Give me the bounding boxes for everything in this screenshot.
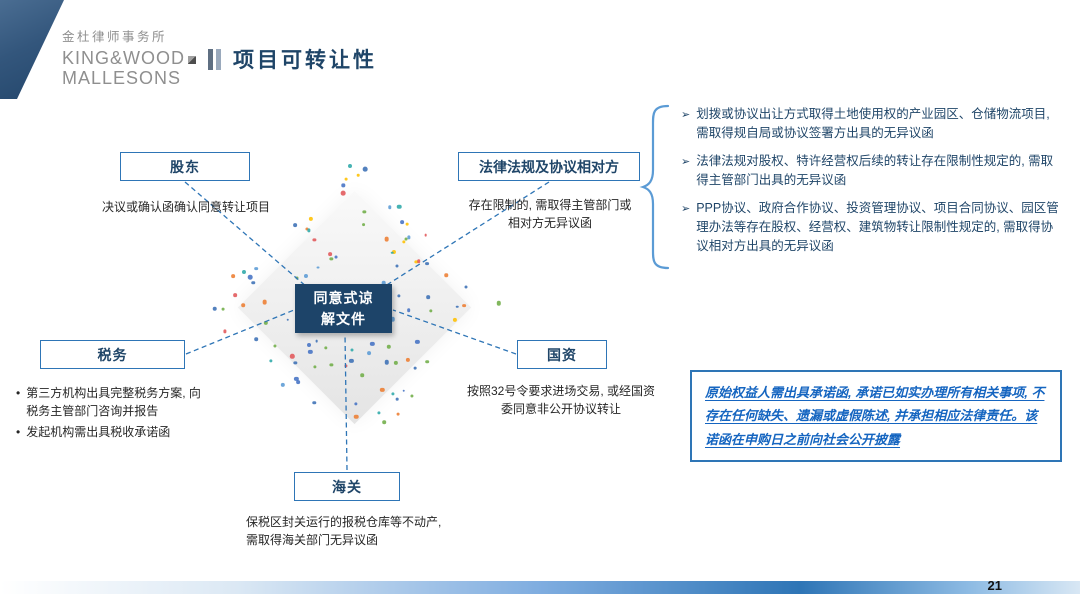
node-state-assets: 国资 <box>517 340 607 369</box>
list-item: ➢ PPP协议、政府合作协议、投资管理协议、项目合同协议、园区管理办法等存在股权… <box>681 199 1065 257</box>
center-node-consent-document: 同意式谅 解文件 <box>295 284 392 333</box>
list-item-text: 发起机构需出具税收承诺函 <box>26 425 171 439</box>
customs-note: 保税区封关运行的报税仓库等不动产, 需取得海关部门无异议函 <box>246 515 442 547</box>
list-item: • 发起机构需出具税收承诺函 <box>16 423 210 441</box>
center-node-line2: 解文件 <box>321 310 366 327</box>
node-counterparty: 法律法规及协议相对方 <box>458 152 640 181</box>
center-node-line1: 同意式谅 <box>313 290 374 307</box>
list-item-text: 第三方机构出具完整税务方案, 向税务主管部门咨询并报告 <box>26 386 201 418</box>
list-item: ➢ 法律法规对股权、特许经营权后续的转让存在限制性规定的, 需取得主管部门出具的… <box>681 152 1065 191</box>
node-shareholder: 股东 <box>120 152 250 181</box>
firm-name-english-line1: KING&WOOD <box>62 48 197 68</box>
list-item: ➢ 划拨或协议出让方式取得土地使用权的产业园区、仓储物流项目, 需取得规自局或协… <box>681 105 1065 144</box>
logo-square-icon <box>188 56 197 64</box>
arrow-bullet-icon: ➢ <box>681 202 691 215</box>
commitment-note-text: 原始权益人需出具承诺函, 承诺已如实办理所有相关事项, 不存在任何缺失、遗漏或虚… <box>705 385 1045 447</box>
commitment-note-box: 原始权益人需出具承诺函, 承诺已如实办理所有相关事项, 不存在任何缺失、遗漏或虚… <box>690 370 1062 463</box>
firm-logo: 金杜律师事务所 KING&WOOD MALLESONS <box>62 26 197 89</box>
title-accent-bar-icon <box>208 48 213 70</box>
firm-name-kingwood: KING&WOOD <box>62 48 186 68</box>
node-customs: 海关 <box>294 472 400 501</box>
tax-notes: • 第三方机构出具完整税务方案, 向税务主管部门咨询并报告 • 发起机构需出具税… <box>16 384 210 444</box>
page-number: 21 <box>987 578 1002 593</box>
page-title: 项目可转让性 <box>233 47 377 72</box>
counterparty-note: 存在限制的, 需取得主管部门或相对方无异议函 <box>468 198 632 230</box>
firm-name-chinese: 金杜律师事务所 <box>62 30 168 44</box>
arrow-bullet-icon: ➢ <box>681 155 691 168</box>
title-accent-bar-icon <box>216 48 221 70</box>
arrow-bullet-icon: ➢ <box>681 109 691 121</box>
requirements-list: ➢ 划拨或协议出让方式取得土地使用权的产业园区、仓储物流项目, 需取得规自局或协… <box>681 105 1065 265</box>
dot-bullet-icon: • <box>16 425 21 439</box>
state-assets-note: 按照32号令要求进场交易, 或经国资委同意非公开协议转让 <box>466 384 656 416</box>
slide-title-row: 项目可转让性 <box>208 44 377 74</box>
node-tax: 税务 <box>40 340 185 369</box>
list-item: • 第三方机构出具完整税务方案, 向税务主管部门咨询并报告 <box>16 384 210 420</box>
firm-name-english-line2: MALLESONS <box>62 68 182 89</box>
footer-gradient-bar <box>0 581 1080 594</box>
list-item-text: 划拨或协议出让方式取得土地使用权的产业园区、仓储物流项目, 需取得规自局或协议签… <box>696 107 1050 141</box>
shareholder-note: 决议或确认函确认同意转让项目 <box>101 200 270 214</box>
list-item-text: PPP协议、政府合作协议、投资管理协议、项目合同协议、园区管理办法等存在股权、经… <box>696 200 1059 254</box>
brace-icon <box>639 104 670 270</box>
list-item-text: 法律法规对股权、特许经营权后续的转让存在限制性规定的, 需取得主管部门出具的无异… <box>696 153 1054 188</box>
dot-bullet-icon: • <box>16 386 21 400</box>
